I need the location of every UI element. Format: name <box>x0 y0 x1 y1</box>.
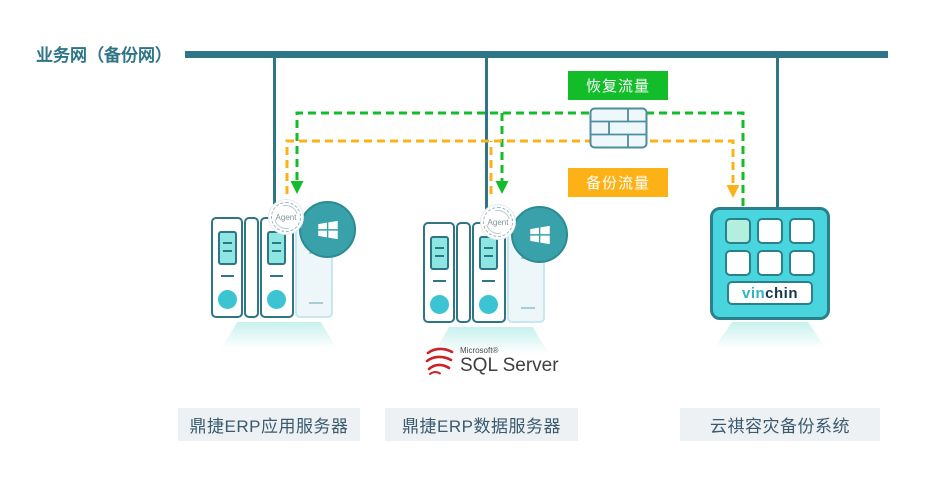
windows-logo-icon <box>299 201 356 258</box>
appliance-disk-grid <box>725 218 815 276</box>
recovery-flow-main <box>290 111 745 206</box>
server-screen <box>267 231 286 265</box>
network-bus-bar <box>185 51 888 58</box>
disk-cell <box>789 250 815 276</box>
server-power-button <box>267 290 286 309</box>
server-screen <box>479 236 498 270</box>
firewall-icon <box>589 107 648 149</box>
disk-cell <box>725 218 751 244</box>
server-shadow <box>433 327 549 354</box>
agent-badge: Agent <box>483 207 513 237</box>
server-tower <box>260 217 294 318</box>
disk-cell <box>725 250 751 276</box>
server-power-button <box>430 295 449 314</box>
db-server-node: Agent <box>423 206 573 357</box>
server-power-button <box>218 290 237 309</box>
db-server-caption: 鼎捷ERP数据服务器 <box>385 408 578 441</box>
server-shadow <box>221 322 337 349</box>
backup-appliance-caption: 云祺容灾备份系统 <box>680 408 880 441</box>
windows-logo-icon <box>511 206 568 263</box>
sql-brand-text: Microsoft® <box>460 346 499 355</box>
backup-traffic-label: 备份流量 <box>568 168 668 197</box>
vinchin-logo-suffix: chin <box>765 284 799 302</box>
sql-product-text: SQL Server <box>460 355 559 376</box>
server-tower <box>423 222 455 323</box>
app-server-node: Agent <box>211 201 361 352</box>
recovery-traffic-label: 恢复流量 <box>568 71 668 100</box>
network-title: 业务网（备份网） <box>36 46 172 65</box>
server-screen <box>430 236 449 270</box>
server-tower-slim <box>244 217 259 318</box>
server-tower <box>472 222 506 323</box>
disk-cell <box>789 218 815 244</box>
disk-cell <box>757 250 783 276</box>
sql-server-logo: Microsoft® SQL Server <box>424 344 559 378</box>
server-tower <box>211 217 243 318</box>
vinchin-logo-prefix: vin <box>741 284 766 302</box>
agent-badge: Agent <box>271 202 301 232</box>
backup-flow-main <box>285 139 740 198</box>
appliance-shadow <box>714 322 826 349</box>
server-power-button <box>479 295 498 314</box>
sql-server-swirl-icon <box>425 347 454 375</box>
server-screen <box>218 231 237 265</box>
server-tower-slim <box>456 222 471 323</box>
disk-cell <box>757 218 783 244</box>
app-server-caption: 鼎捷ERP应用服务器 <box>178 408 360 441</box>
